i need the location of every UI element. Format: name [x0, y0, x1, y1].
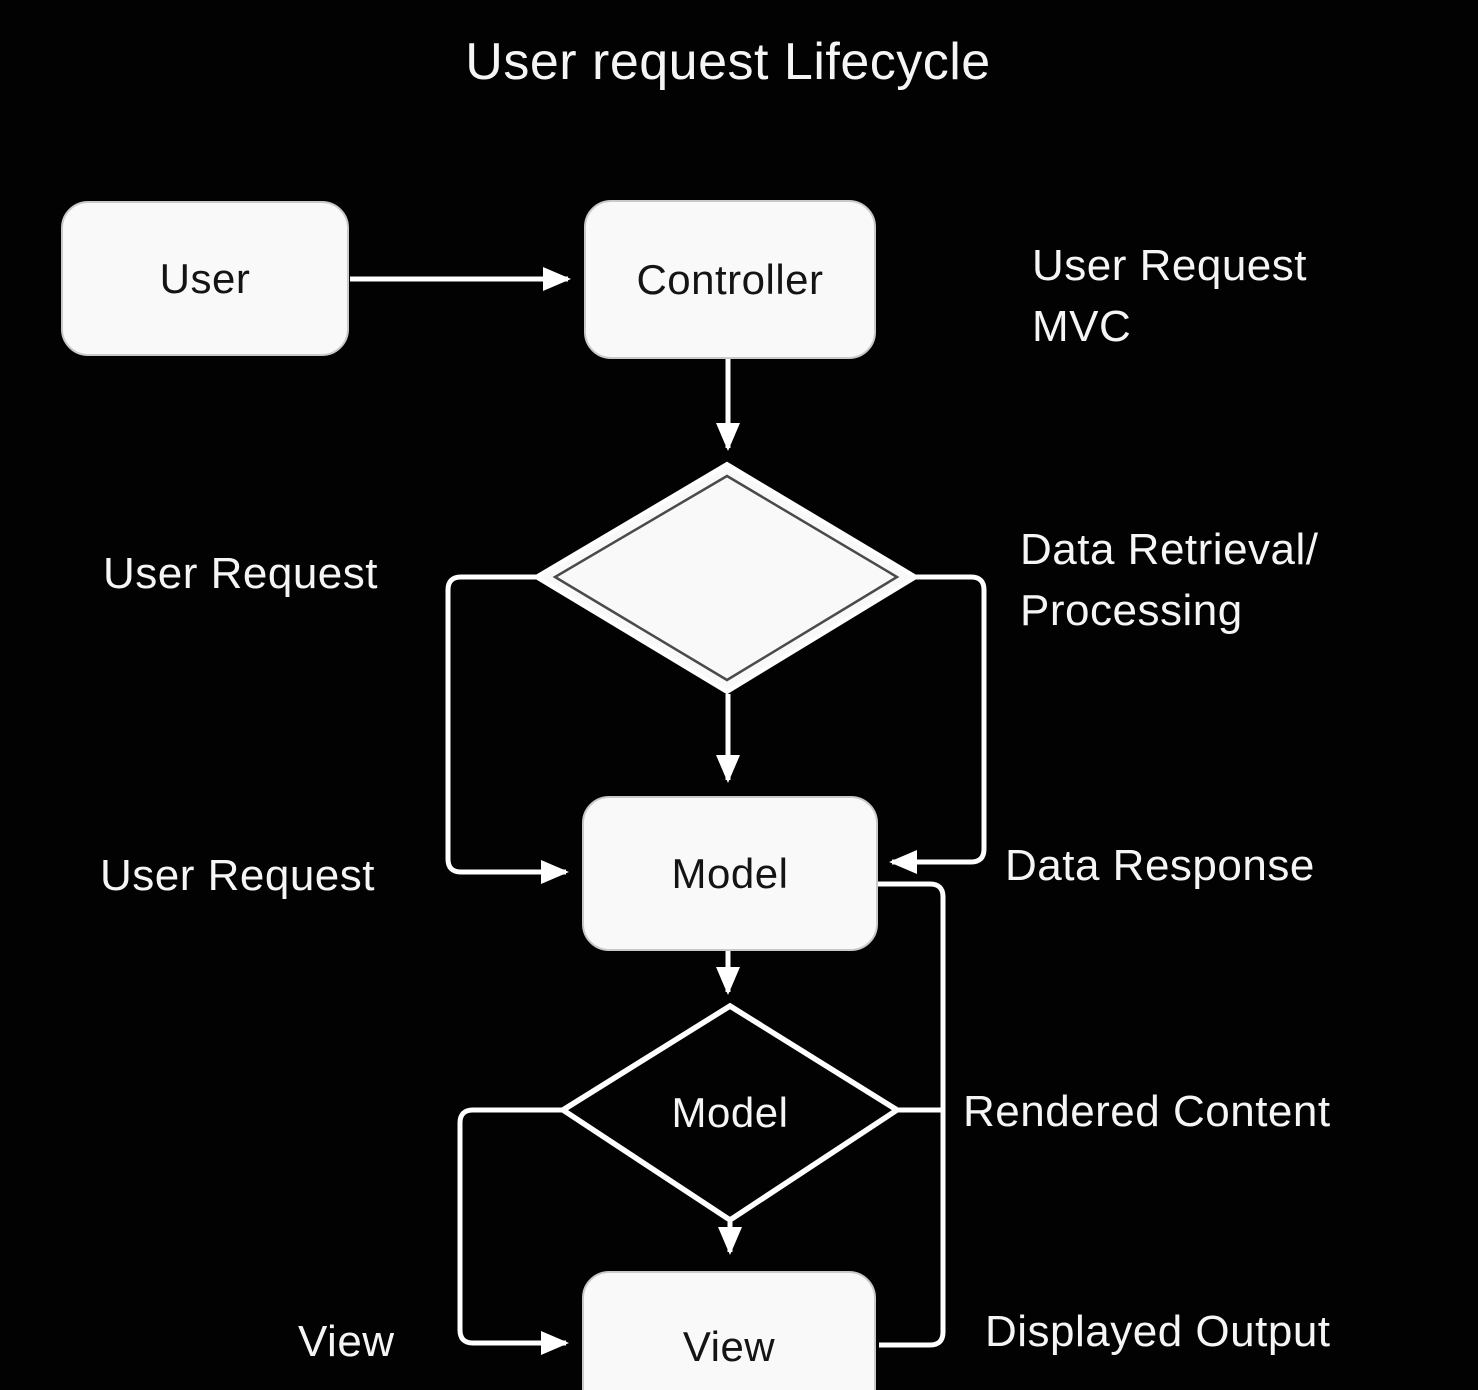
node-decision-diamond-inner-outline	[552, 474, 900, 682]
edge-view-loop-to-view	[457, 1107, 569, 1355]
node-decision-diamond	[532, 461, 920, 695]
node-view-box	[582, 1271, 876, 1390]
edge-user-request-loop-to-model	[445, 574, 569, 884]
edge-data-response-to-model	[889, 574, 987, 874]
node-user-box	[61, 201, 349, 356]
node-controller-box	[584, 200, 876, 359]
node-model-decision-diamond	[557, 1002, 903, 1224]
edge-rendered-content-to-view	[877, 881, 946, 1348]
node-model-box	[582, 796, 878, 951]
